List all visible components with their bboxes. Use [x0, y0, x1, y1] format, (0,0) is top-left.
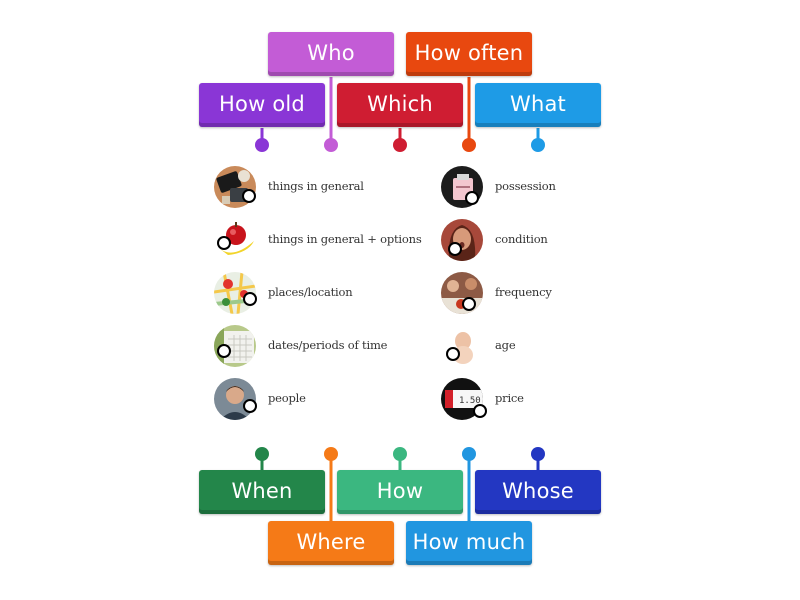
drop-target-ring[interactable]: [462, 297, 476, 311]
list-item-things-in-general-options: things in general + options: [214, 219, 422, 263]
list-item-age: age: [441, 325, 591, 369]
connector-dot-how-old[interactable]: [255, 138, 269, 152]
tile-when[interactable]: When: [199, 470, 325, 514]
tile-how-often-label: How often: [414, 41, 524, 65]
item-label: price: [495, 391, 524, 405]
tile-whose[interactable]: Whose: [475, 470, 601, 514]
list-item-possession: possession: [441, 166, 591, 210]
price-tag-photo-icon: 1.50: [441, 378, 483, 420]
drop-target-ring[interactable]: [242, 189, 256, 203]
tile-how-old-label: How old: [219, 92, 305, 116]
tile-who[interactable]: Who: [268, 32, 394, 76]
man-portrait-photo-icon: [214, 378, 256, 420]
tile-how-old[interactable]: How old: [199, 83, 325, 127]
list-item-price: 1.50 price: [441, 378, 591, 422]
surprised-woman-photo-icon: [441, 219, 483, 261]
drop-target-ring[interactable]: [473, 404, 487, 418]
people-eating-photo-icon: [441, 272, 483, 314]
item-label: things in general: [268, 179, 364, 193]
item-label: frequency: [495, 285, 552, 299]
list-item-places-location: places/location: [214, 272, 414, 316]
item-label: dates/periods of time: [268, 338, 388, 352]
connector-dot-how[interactable]: [393, 447, 407, 461]
tile-how-much[interactable]: How much: [406, 521, 532, 565]
connector-dot-how-much[interactable]: [462, 447, 476, 461]
list-item-dates-periods: dates/periods of time: [214, 325, 414, 369]
connector-dot-who[interactable]: [324, 138, 338, 152]
tile-how-much-label: How much: [412, 530, 526, 554]
item-label: places/location: [268, 285, 353, 299]
tile-what[interactable]: What: [475, 83, 601, 127]
list-item-people: people: [214, 378, 414, 422]
drop-target-ring[interactable]: [446, 347, 460, 361]
connector-dot-what[interactable]: [531, 138, 545, 152]
tile-when-label: When: [231, 479, 293, 503]
item-label: things in general + options: [268, 232, 422, 246]
drop-target-ring[interactable]: [448, 242, 462, 256]
connector-dot-how-often[interactable]: [462, 138, 476, 152]
drop-target-ring[interactable]: [243, 399, 257, 413]
drop-target-ring[interactable]: [465, 191, 479, 205]
tile-how-often[interactable]: How often: [406, 32, 532, 76]
connector-dot-when[interactable]: [255, 447, 269, 461]
tile-who-label: Who: [307, 41, 355, 65]
item-label: condition: [495, 232, 548, 246]
map-pins-photo-icon: [214, 272, 256, 314]
baby-photo-icon: [441, 325, 483, 367]
drop-target-ring[interactable]: [217, 236, 231, 250]
tile-whose-label: Whose: [502, 479, 574, 503]
connector-dot-where[interactable]: [324, 447, 338, 461]
tile-how[interactable]: How: [337, 470, 463, 514]
tile-which-label: Which: [367, 92, 433, 116]
list-item-condition: condition: [441, 219, 591, 263]
list-item-things-in-general: things in general: [214, 166, 414, 210]
drop-target-ring[interactable]: [243, 292, 257, 306]
item-label: people: [268, 391, 306, 405]
tile-where[interactable]: Where: [268, 521, 394, 565]
connector-dot-whose[interactable]: [531, 447, 545, 461]
tile-what-label: What: [510, 92, 566, 116]
tile-how-label: How: [376, 479, 424, 503]
svg-text:1.50: 1.50: [459, 396, 481, 406]
list-item-frequency: frequency: [441, 272, 591, 316]
tile-which[interactable]: Which: [337, 83, 463, 127]
item-label: age: [495, 338, 516, 352]
connector-dot-which[interactable]: [393, 138, 407, 152]
item-label: possession: [495, 179, 556, 193]
drop-target-ring[interactable]: [217, 344, 231, 358]
tile-where-label: Where: [296, 530, 366, 554]
